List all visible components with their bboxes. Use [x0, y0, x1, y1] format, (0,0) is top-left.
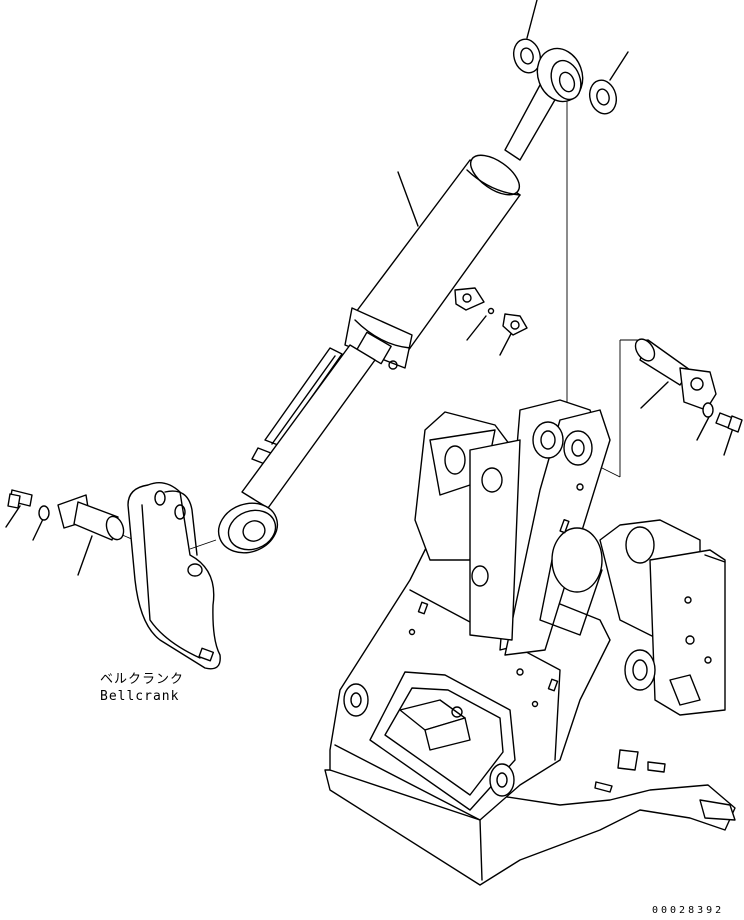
bellcrank-label-en: Bellcrank: [100, 689, 179, 704]
grease-fitting-upper: [454, 287, 495, 315]
bellcrank: [127, 482, 221, 670]
bellcrank-label-jp: ベルクランク: [100, 672, 184, 687]
top-washer-left: [512, 38, 542, 74]
drawing-code: 00028392: [652, 905, 724, 916]
main-frame: [324, 399, 736, 886]
top-washer-right: [588, 79, 618, 115]
left-pin: [7, 489, 125, 541]
hydraulic-cylinder: [217, 47, 584, 554]
right-pin: [634, 338, 743, 433]
leader-lines: [5, 0, 734, 576]
grease-fitting-lower: [502, 313, 528, 336]
